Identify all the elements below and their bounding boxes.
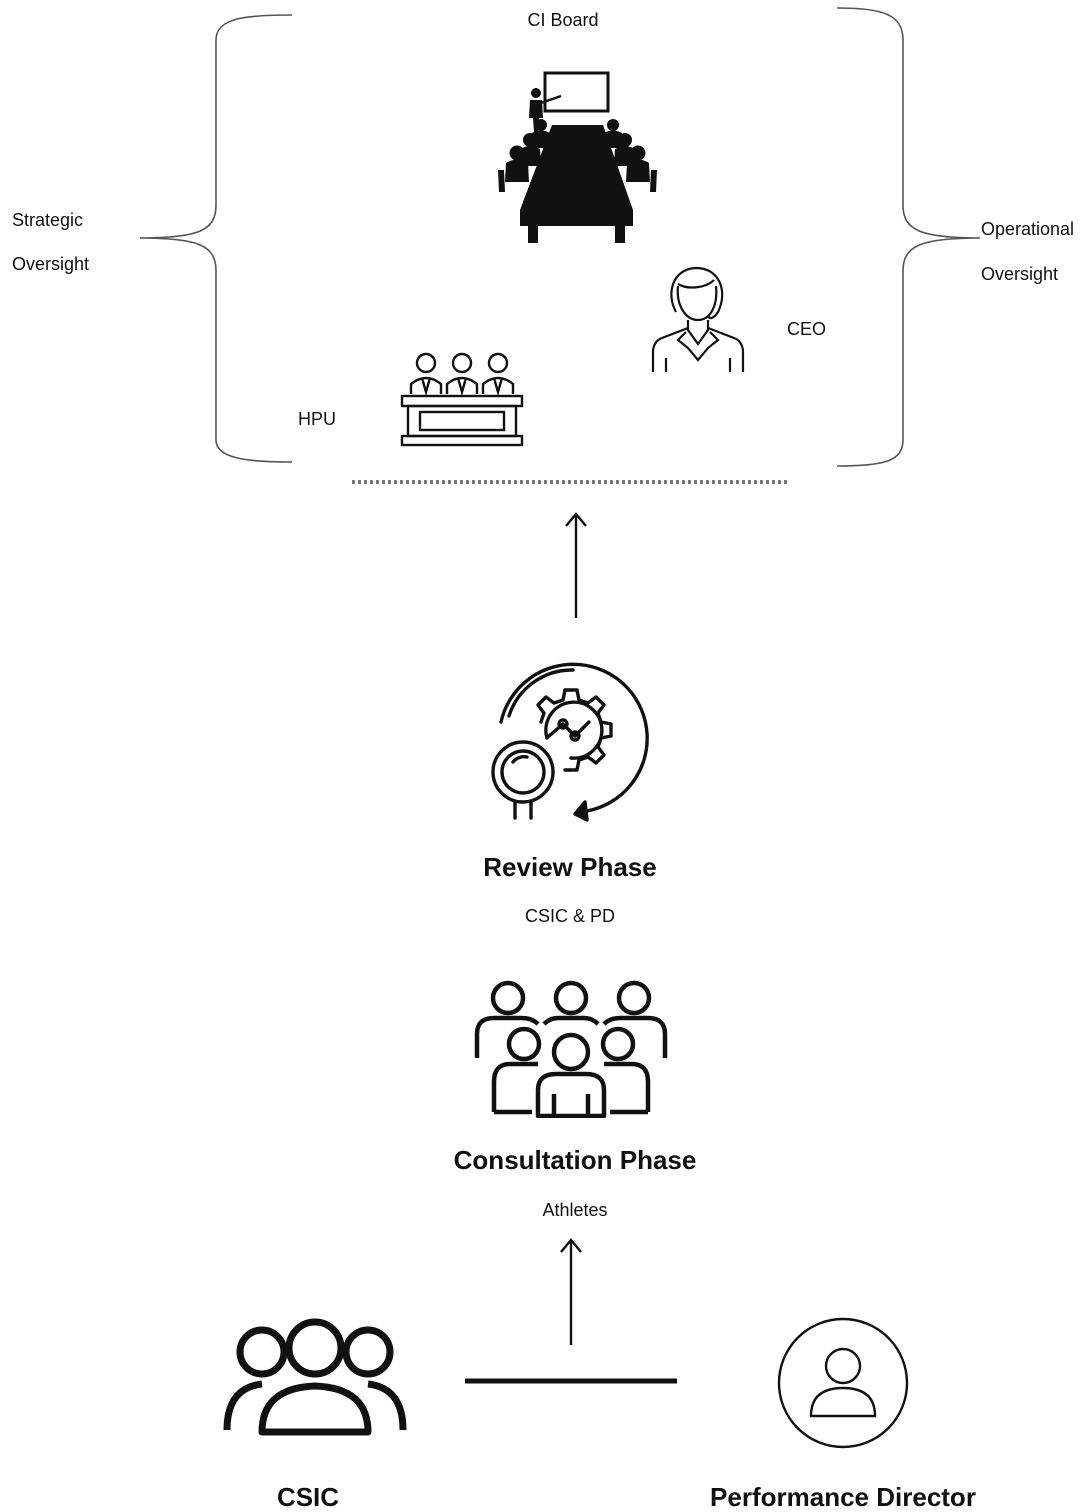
consultation-phase-participants: Athletes [542, 1200, 608, 1220]
strategic-brace [139, 14, 293, 463]
review-phase-participants: CSIC & PD [524, 906, 616, 926]
operational-label-line1: Operational [981, 219, 1075, 239]
gear-magnifier-review-icon [491, 662, 649, 822]
ci-board-label: CI Board [527, 10, 599, 30]
review-phase-title: Review Phase [483, 852, 657, 882]
arrow-up-review [565, 512, 587, 618]
businesswoman-icon [651, 266, 745, 372]
team-people-icon [223, 1318, 407, 1436]
csic-label: CSIC [276, 1482, 340, 1512]
arrow-up-consultation [560, 1238, 582, 1345]
performance-director-label: Performance Director [710, 1482, 976, 1512]
strategic-label-line1: Strategic [12, 210, 84, 230]
panel-desk-icon [400, 352, 524, 447]
group-people-icon [474, 980, 668, 1118]
ceo-label: CEO [787, 319, 827, 339]
boardroom-meeting-icon [498, 71, 657, 243]
operational-label-line2: Oversight [981, 264, 1059, 284]
operational-brace [836, 7, 981, 467]
strategic-label-line2: Oversight [12, 254, 90, 274]
user-circle-icon [777, 1317, 909, 1449]
consultation-phase-title: Consultation Phase [453, 1145, 697, 1175]
hpu-label: HPU [298, 409, 337, 429]
